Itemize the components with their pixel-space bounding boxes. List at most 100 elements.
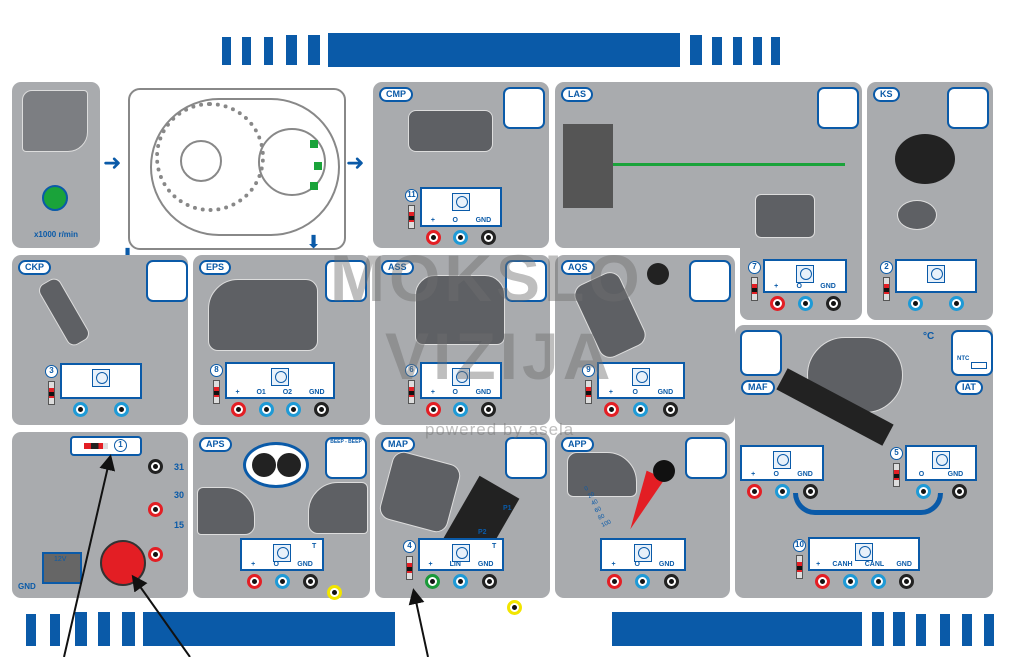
pin-label: GND bbox=[297, 561, 313, 568]
terminal-30-jack[interactable] bbox=[148, 502, 163, 517]
car-rear-illustration bbox=[308, 482, 368, 534]
app-gnd-jack[interactable] bbox=[664, 574, 680, 589]
ks-signal-jack[interactable] bbox=[949, 296, 964, 311]
aps-o-jack[interactable] bbox=[274, 574, 290, 589]
ass-gnd-jack[interactable] bbox=[480, 402, 496, 417]
transistor-icon bbox=[796, 265, 814, 283]
ntc-label: NTC bbox=[957, 356, 970, 362]
ckp-connector-box bbox=[60, 363, 142, 399]
map-lin-jack[interactable] bbox=[453, 574, 469, 589]
maf-gnd-jack[interactable] bbox=[802, 484, 818, 499]
pin-label: GND bbox=[820, 283, 836, 290]
aps-gnd-jack[interactable] bbox=[302, 574, 318, 589]
terminal-31-jack[interactable] bbox=[148, 459, 163, 474]
transistor-icon bbox=[927, 265, 945, 283]
pin-label: O bbox=[634, 561, 640, 568]
eps-o1-jack[interactable] bbox=[258, 402, 274, 417]
ckp-signal-jack[interactable] bbox=[73, 402, 88, 417]
ks-sensor-illustration bbox=[895, 134, 955, 184]
ks-fault-switch[interactable] bbox=[883, 277, 890, 301]
las-fault-switch[interactable] bbox=[751, 277, 758, 301]
aqs-gnd-jack[interactable] bbox=[662, 402, 678, 417]
rpm-label: x1000 r/min bbox=[33, 230, 79, 239]
map-temp-jack[interactable] bbox=[507, 600, 522, 615]
trigger-wheel-drawing bbox=[128, 88, 346, 250]
eps-o2-jack[interactable] bbox=[286, 402, 302, 417]
map-panel: MAP P1 P2 bbox=[375, 432, 550, 598]
las-o-jack[interactable] bbox=[797, 296, 813, 311]
battery-label: 12V bbox=[54, 556, 67, 563]
can-canl-jack[interactable] bbox=[870, 574, 886, 589]
ks-signal-jack[interactable] bbox=[908, 296, 923, 311]
map-jack-row bbox=[418, 574, 504, 589]
app-o-jack[interactable] bbox=[635, 574, 651, 589]
terminal-15-jack[interactable] bbox=[148, 547, 163, 562]
iat-o-jack[interactable] bbox=[915, 484, 931, 499]
eps-gnd-jack[interactable] bbox=[313, 402, 329, 417]
pin-label: O bbox=[773, 471, 779, 478]
pin-label: LIN bbox=[449, 561, 461, 568]
aqs-dot bbox=[647, 263, 669, 285]
can-plus-jack[interactable] bbox=[814, 574, 830, 589]
ks-connector-box bbox=[895, 259, 977, 293]
maf-label: MAF bbox=[741, 380, 775, 395]
las-jack-row bbox=[763, 296, 847, 311]
pin-label: GND bbox=[658, 561, 675, 568]
can-gnd-jack[interactable] bbox=[898, 574, 914, 589]
pin-label: CANL bbox=[864, 561, 885, 568]
pin-label: + bbox=[428, 561, 433, 568]
map-plus-jack[interactable] bbox=[424, 574, 440, 589]
ass-o-jack[interactable] bbox=[453, 402, 469, 417]
car-front-illustration bbox=[197, 487, 255, 535]
eps-jack-row bbox=[225, 402, 335, 417]
terminal-30-label: 30 bbox=[174, 490, 185, 500]
aps-label: APS bbox=[199, 437, 232, 452]
cmp-o-jack[interactable] bbox=[453, 230, 469, 245]
gas-signal-icon bbox=[689, 260, 731, 302]
map-fault-switch[interactable] bbox=[406, 556, 413, 580]
arrow-right-icon: ➜ bbox=[346, 150, 365, 175]
map-gnd-jack[interactable] bbox=[482, 574, 498, 589]
aqs-plus-jack[interactable] bbox=[604, 402, 620, 417]
cmp-plus-jack[interactable] bbox=[426, 230, 442, 245]
eps-plus-jack[interactable] bbox=[231, 402, 247, 417]
pin-label: GND bbox=[657, 389, 674, 396]
eps-sensor-illustration bbox=[208, 279, 318, 351]
ckp-signal-jack[interactable] bbox=[114, 402, 129, 417]
las-plus-jack[interactable] bbox=[769, 296, 785, 311]
can-fault-switch[interactable] bbox=[796, 555, 803, 579]
cmp-fault-switch[interactable] bbox=[408, 205, 415, 229]
ks-label: KS bbox=[873, 87, 900, 102]
cmp-gnd-jack[interactable] bbox=[480, 230, 496, 245]
cmp-label: CMP bbox=[379, 87, 413, 102]
ckp-fault-switch[interactable] bbox=[48, 381, 55, 405]
eps-fault-switch[interactable] bbox=[213, 380, 220, 404]
temp-unit: °C bbox=[923, 331, 935, 342]
pin-label: + bbox=[430, 389, 435, 396]
ass-plus-jack[interactable] bbox=[426, 402, 442, 417]
maf-o-jack[interactable] bbox=[774, 484, 790, 499]
pin-label: GND bbox=[797, 471, 813, 478]
las-gnd-jack[interactable] bbox=[825, 296, 841, 311]
app-plus-jack[interactable] bbox=[606, 574, 622, 589]
maf-plus-jack[interactable] bbox=[746, 484, 762, 499]
aqs-fault-switch[interactable] bbox=[585, 380, 592, 404]
ass-fault-switch[interactable] bbox=[408, 380, 415, 404]
inductive-signal-icon bbox=[146, 260, 188, 302]
aps-temp-jack[interactable] bbox=[327, 585, 342, 600]
aps-plus-jack[interactable] bbox=[246, 574, 262, 589]
laser-beam bbox=[613, 163, 845, 166]
rpm-dial-knob[interactable] bbox=[42, 185, 68, 211]
iat-fault-switch[interactable] bbox=[893, 463, 900, 487]
can-canh-jack[interactable] bbox=[842, 574, 858, 589]
iat-gnd-jack[interactable] bbox=[951, 484, 967, 499]
lambda-signal-icon bbox=[817, 87, 859, 129]
aqs-o-jack[interactable] bbox=[633, 402, 649, 417]
las-sensor-illustration bbox=[755, 194, 815, 238]
